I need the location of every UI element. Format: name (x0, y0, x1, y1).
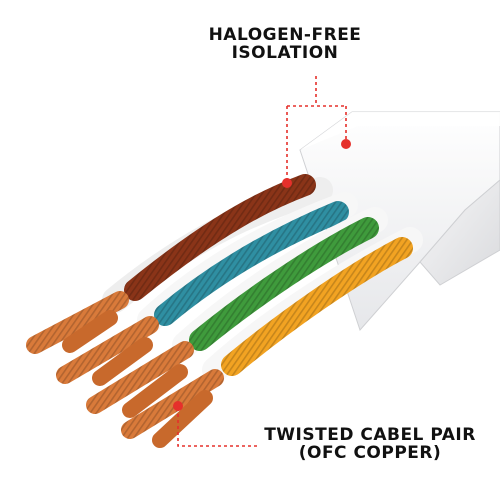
wire-pair-orange (121, 227, 423, 448)
insulation-callout-line1: HALOGEN-FREE (208, 25, 362, 45)
insulation-callout-label: HALOGEN-FREE ISOLATION (190, 26, 380, 63)
wire-pair-brown (26, 174, 333, 354)
callout-leader-insulation (282, 76, 351, 188)
insulation-callout-line2: ISOLATION (231, 43, 339, 64)
conductor-callout-line1: TWISTED CABEL PAIR (264, 425, 476, 445)
conductor-callout-line2: (OFC COPPER) (298, 443, 442, 464)
conductor-callout-label: TWISTED CABEL PAIR (OFC COPPER) (250, 426, 490, 463)
callout-leader-conductors (173, 401, 258, 447)
wire-pair-blue (56, 192, 358, 386)
callout-dot-icon (341, 139, 351, 149)
callout-dot-icon (282, 178, 292, 188)
wire-pair-green (86, 207, 388, 418)
callout-dot-icon (173, 401, 183, 411)
